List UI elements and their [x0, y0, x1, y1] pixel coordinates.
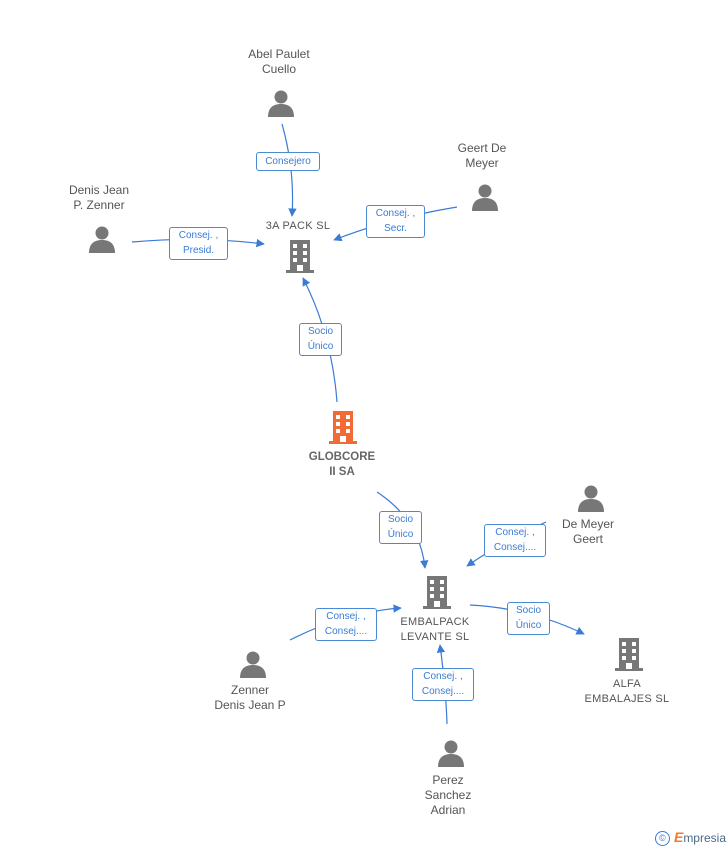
node-label-alfa[interactable]: ALFA EMBALAJES SL — [584, 678, 670, 705]
node-label-geert[interactable]: Geert De Meyer — [457, 141, 507, 170]
edge-label-embalpack-alfa[interactable]: Socio Único — [507, 602, 550, 635]
person-icon-demeyer — [578, 485, 604, 512]
person-icon-zenner — [240, 651, 266, 678]
edge-label-denis-3apack[interactable]: Consej. , Presid. — [169, 227, 228, 260]
node-label-denis[interactable]: Denis Jean P. Zenner — [68, 183, 130, 212]
edge-label-globcore-3apack[interactable]: Socio Único — [299, 323, 342, 356]
node-label-perez[interactable]: Perez Sanchez Adrian — [424, 773, 472, 817]
node-label-embalpack[interactable]: EMBALPACK LEVANTE SL — [400, 616, 470, 643]
node-label-3apack[interactable]: 3A PACK SL — [265, 220, 331, 232]
node-label-globcore[interactable]: GLOBCORE II SA — [308, 451, 376, 478]
edge-label-perez-embalpack[interactable]: Consej. , Consej.... — [412, 668, 474, 701]
person-icon-abel — [268, 90, 294, 117]
edge-label-demeyer-embalpack[interactable]: Consej. , Consej.... — [484, 524, 546, 557]
building-icon-3apack — [286, 240, 314, 273]
copyright-icon: © — [654, 831, 670, 846]
brand-logo[interactable]: ©Empresia — [654, 828, 726, 846]
edge-label-globcore-embalpack[interactable]: Socio Único — [379, 511, 422, 544]
building-icon-alfa — [615, 638, 643, 671]
edge-label-abel-3apack[interactable]: Consejero — [256, 152, 320, 171]
person-icon-perez — [438, 740, 464, 767]
brand-initial: E — [673, 828, 684, 845]
building-icon-globcore — [329, 411, 357, 444]
node-label-demeyer[interactable]: De Meyer Geert — [561, 517, 614, 546]
person-icon-denis — [89, 226, 115, 253]
node-label-abel[interactable]: Abel Paulet Cuello — [248, 47, 310, 76]
node-label-zenner[interactable]: Zenner Denis Jean P — [214, 683, 286, 712]
building-icon-embalpack — [423, 576, 451, 609]
edge-label-geert-3apack[interactable]: Consej. , Secr. — [366, 205, 425, 238]
edge-label-zenner-embalpack[interactable]: Consej. , Consej.... — [315, 608, 377, 641]
brand-name: mpresia — [683, 830, 726, 845]
person-icon-geert — [472, 184, 498, 211]
